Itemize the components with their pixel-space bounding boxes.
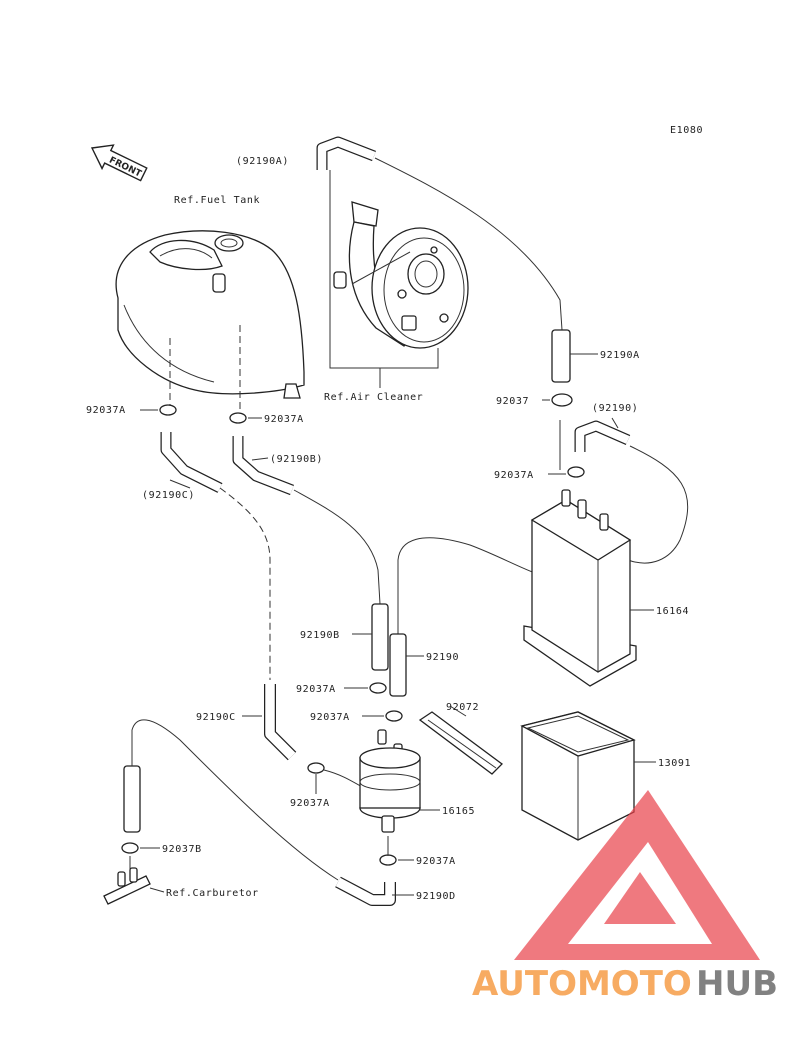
- label-92190: 92190: [426, 652, 459, 663]
- watermark-text-automoto: AUTOMOTO: [472, 964, 692, 1004]
- hose-92190c: [264, 684, 297, 761]
- hose-92190-upper: [574, 420, 631, 452]
- label-92190c-paren: (92190C): [142, 490, 195, 501]
- clamp-92037a-4: [369, 682, 387, 694]
- label-92190a-top: (92190A): [236, 156, 289, 167]
- hose-92190a-right: [551, 329, 571, 383]
- clamp-92037b: [121, 842, 139, 854]
- watermark-text-hub: HUB: [696, 964, 778, 1004]
- label-92190c: 92190C: [196, 712, 236, 723]
- fuel-tank: [115, 230, 305, 399]
- clamp-92037a-canister: [567, 466, 585, 478]
- hose-92190b: [371, 603, 389, 671]
- label-92190a-right: 92190A: [600, 350, 640, 361]
- air-cleaner: [333, 201, 469, 349]
- clamp-92037a-5: [385, 710, 403, 722]
- label-92037b: 92037B: [162, 844, 202, 855]
- clamp-92037a-6: [307, 762, 325, 774]
- hose-left-carb: [123, 765, 141, 833]
- label-ref-air-cleaner: Ref.Air Cleaner: [324, 392, 423, 403]
- label-92072: 92072: [446, 702, 479, 713]
- strap-92072: [418, 711, 503, 775]
- clamp-92037a-mid: [229, 412, 247, 424]
- label-92037a-canister: 92037A: [494, 470, 534, 481]
- canister-16164: [523, 489, 637, 687]
- diagram-code: E1080: [670, 125, 703, 136]
- label-92190b: 92190B: [300, 630, 340, 641]
- label-92037a-4: 92037A: [296, 684, 336, 695]
- front-arrow-icon: FRONT: [90, 144, 148, 182]
- clamp-92037a-7: [379, 854, 397, 866]
- label-92190d: 92190D: [416, 891, 456, 902]
- label-92037a-6: 92037A: [290, 798, 330, 809]
- label-ref-fuel-tank: Ref.Fuel Tank: [174, 195, 260, 206]
- label-ref-carburetor: Ref.Carburetor: [166, 888, 259, 899]
- hose-92190d: [335, 876, 396, 906]
- label-92190-paren: (92190): [592, 403, 638, 414]
- hose-92190a-top: [316, 136, 376, 170]
- hose-92190c-upper: [160, 432, 223, 493]
- clamp-92037: [551, 393, 573, 407]
- label-92037a-left: 92037A: [86, 405, 126, 416]
- label-92037-right: 92037: [496, 396, 529, 407]
- label-92037a-mid: 92037A: [264, 414, 304, 425]
- label-92037a-7: 92037A: [416, 856, 456, 867]
- clamp-92037a-left: [159, 404, 177, 416]
- carburetor-fitting: [103, 867, 151, 905]
- label-92037a-5: 92037A: [310, 712, 350, 723]
- hose-92190: [389, 633, 407, 697]
- label-16165: 16165: [442, 806, 475, 817]
- watermark-logo: AUTOMOTO HUB: [472, 790, 778, 1004]
- hose-92190b-upper: [232, 436, 294, 496]
- cover-13091: [520, 711, 636, 841]
- label-16164: 16164: [656, 606, 689, 617]
- fuel-filter-16165: [359, 729, 421, 833]
- label-92190b-paren: (92190B): [270, 454, 323, 465]
- label-13091: 13091: [658, 758, 691, 769]
